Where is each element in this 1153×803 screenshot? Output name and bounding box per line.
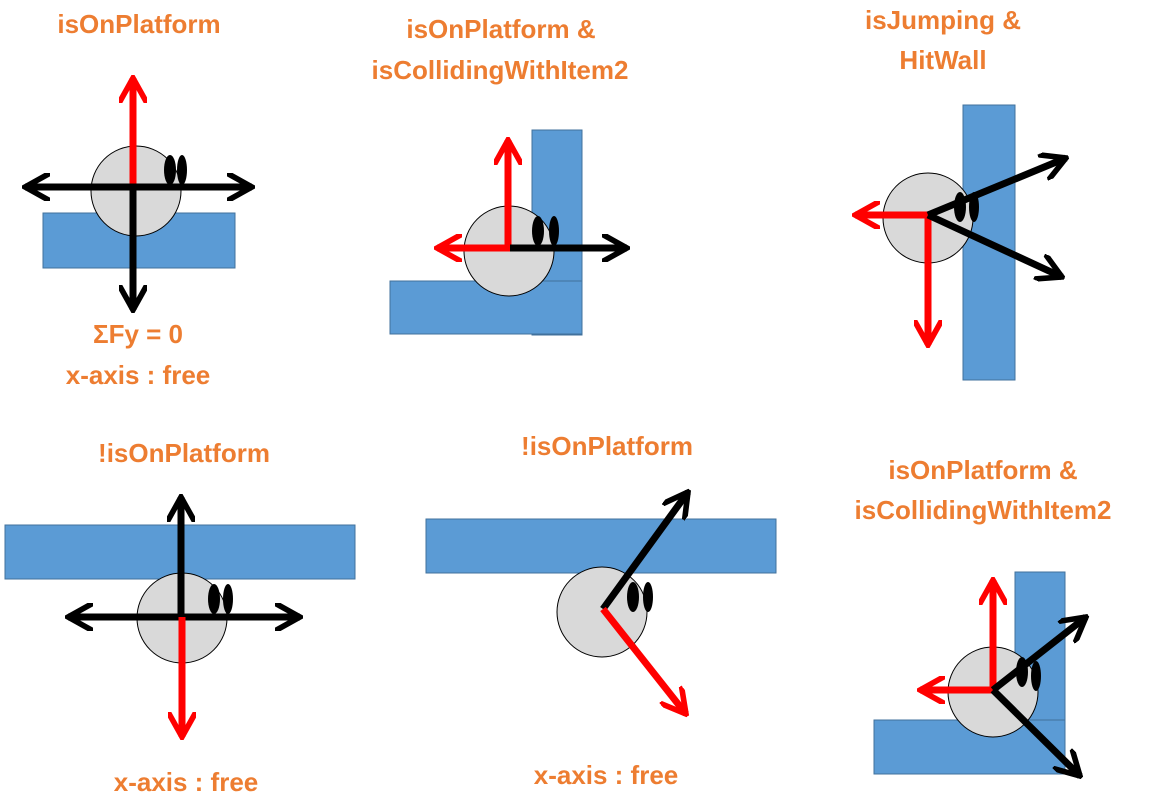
- platform: [425, 518, 777, 574]
- panel-label: isOnPlatform: [57, 9, 220, 39]
- panel-label: HitWall: [899, 45, 986, 75]
- panel-2: isOnPlatform & isCollidingWithItem2: [372, 14, 629, 336]
- character-eye: [549, 216, 559, 246]
- panel-5: !isOnPlatform x-axis : free: [425, 431, 777, 790]
- panel-bottom-label: x-axis : free: [114, 767, 259, 797]
- panel-label: isJumping &: [865, 5, 1021, 35]
- force-arrow-up-right: [926, 158, 1066, 219]
- panel-3: isJumping & HitWall: [855, 5, 1066, 381]
- panel-label: isOnPlatform &: [888, 455, 1077, 485]
- panel-bottom-label: x-axis : free: [66, 360, 211, 390]
- panel-6: isOnPlatform & isCollidingWithItem2: [855, 455, 1112, 776]
- character-eye: [177, 155, 187, 185]
- panel-label: isCollidingWithItem2: [855, 495, 1112, 525]
- panel-label: !isOnPlatform: [521, 431, 693, 461]
- panel-bottom-label: ΣFy = 0: [93, 319, 183, 349]
- character-eye: [1031, 661, 1041, 691]
- character-eye: [223, 584, 233, 614]
- force-arrow-up-right: [600, 492, 688, 612]
- force-arrow-up-right: [990, 617, 1086, 693]
- force-arrow-down-right: [926, 211, 1062, 277]
- character-eye: [643, 582, 653, 612]
- panel-label: isCollidingWithItem2: [372, 55, 629, 85]
- character-eye: [164, 155, 176, 185]
- character-eye: [208, 584, 220, 614]
- character-eye: [532, 216, 544, 246]
- force-arrow-down-right: [990, 687, 1080, 776]
- panel-bottom-label: x-axis : free: [534, 760, 679, 790]
- panel-4: !isOnPlatform x-axis : free: [4, 438, 356, 797]
- panel-label: isOnPlatform &: [406, 14, 595, 44]
- panel-1: isOnPlatform ΣFy = 0 x-axis : free: [25, 9, 252, 390]
- character-eye: [627, 582, 639, 612]
- force-arrow-down-right: [600, 606, 686, 714]
- panel-label: !isOnPlatform: [98, 438, 270, 468]
